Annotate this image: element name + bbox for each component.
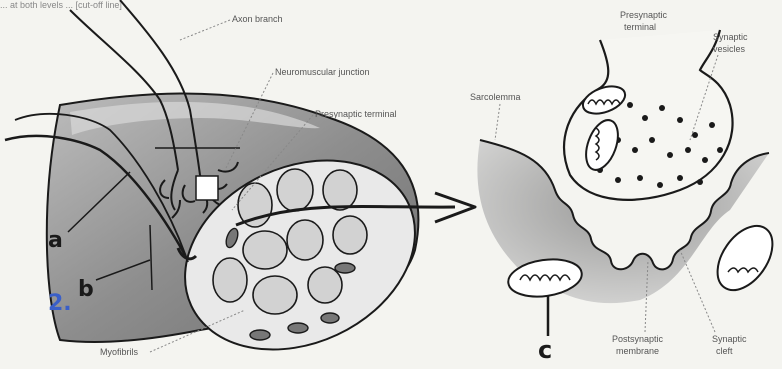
handwritten-c: c: [538, 336, 552, 364]
label-sarcolemma: Sarcolemma: [470, 92, 521, 102]
synapse-detail: [477, 30, 782, 303]
label-synaptic-cleft-1: Synaptic: [712, 334, 747, 344]
label-postsynaptic-membrane-1: Postsynaptic: [612, 334, 664, 344]
label-presynaptic-terminal-left: Presynaptic terminal: [315, 109, 397, 119]
label-myofibrils: Myofibrils: [100, 347, 139, 357]
label-neuromuscular-junction: Neuromuscular junction: [275, 67, 370, 77]
presynaptic-terminal: [564, 30, 732, 200]
handwritten-a: a: [48, 228, 63, 253]
label-synaptic-vesicles-1: Synaptic: [713, 32, 748, 42]
label-presynaptic-terminal-right-2: terminal: [624, 22, 656, 32]
handwritten-b: b: [78, 277, 94, 302]
label-postsynaptic-membrane-2: membrane: [616, 346, 659, 356]
label-synaptic-cleft-2: cleft: [716, 346, 733, 356]
cutoff-caption: ... at both levels ... [cut-off line]: [0, 0, 122, 10]
label-presynaptic-terminal-right-1: Presynaptic: [620, 10, 668, 20]
handwritten-question-number: 2.: [48, 291, 72, 316]
label-axon-branch: Axon branch: [232, 14, 283, 24]
label-synaptic-vesicles-2: vesicles: [713, 44, 746, 54]
